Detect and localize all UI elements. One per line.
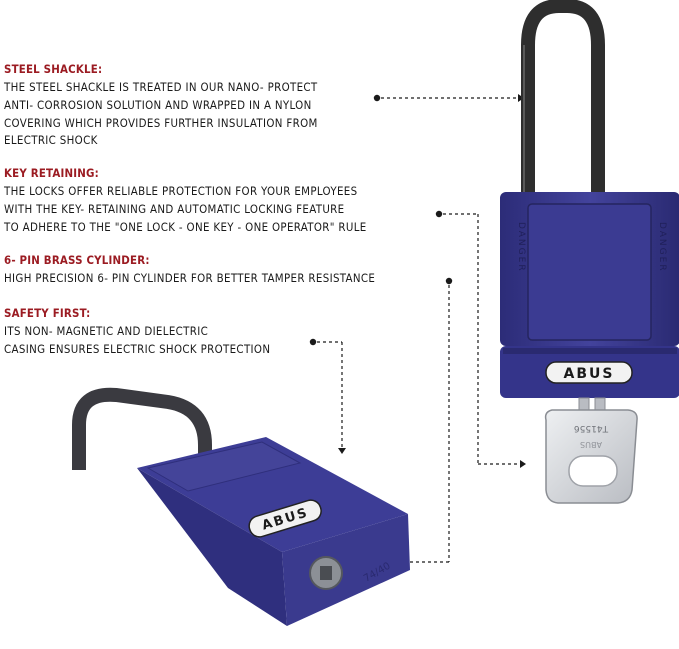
feature-title: SAFETY FIRST: — [4, 306, 91, 320]
side-text-left: DANGER — [516, 222, 526, 273]
feature-line: ANTI- CORROSION SOLUTION AND WRAPPED IN … — [4, 97, 312, 112]
feature-title: 6- PIN BRASS CYLINDER: — [4, 253, 150, 267]
feature-line: ELECTRIC SHOCK — [4, 133, 98, 148]
key: T41556 ABUS — [544, 397, 638, 504]
feature-pin-cylinder: 6- PIN BRASS CYLINDER: HIGH PRECISION 6-… — [4, 253, 375, 288]
lock-body-angled-side — [282, 514, 410, 626]
key-code: T41556 — [574, 423, 609, 433]
feature-safety-first: SAFETY FIRST: ITS NON- MAGNETIC AND DIEL… — [4, 306, 270, 359]
side-text-right: DANGER — [657, 222, 667, 273]
feature-title: KEY RETAINING: — [4, 166, 99, 180]
padlock-angled: ABUS 74/40 — [72, 387, 410, 626]
feature-description: THE LOCKS OFFER RELIABLE PROTECTION FOR … — [4, 183, 367, 236]
feature-line: CASING ENSURES ELECTRIC SHOCK PROTECTION — [4, 341, 271, 356]
connector-safety — [309, 338, 346, 454]
feature-key-retaining: KEY RETAINING: THE LOCKS OFFER RELIABLE … — [4, 166, 367, 236]
feature-line: COVERING WHICH PROVIDES FURTHER INSULATI… — [4, 115, 318, 130]
connector-key-retaining — [435, 210, 526, 468]
steel-shackle — [521, 0, 605, 200]
connector-shackle — [373, 94, 524, 102]
feature-steel-shackle: STEEL SHACKLE: THE STEEL SHACKLE IS TREA… — [4, 62, 318, 150]
feature-line: TO ADHERE TO THE "ONE LOCK - ONE KEY - O… — [4, 219, 367, 234]
callout-connectors — [309, 94, 526, 563]
padlock-upright: DANGER DANGER ABUS — [500, 0, 679, 398]
feature-description: HIGH PRECISION 6- PIN CYLINDER FOR BETTE… — [4, 270, 375, 288]
feature-line: ITS NON- MAGNETIC AND DIELECTRIC — [4, 324, 209, 338]
feature-line: WITH THE KEY- RETAINING AND AUTOMATIC LO… — [4, 201, 345, 216]
feature-title: STEEL SHACKLE: — [4, 62, 103, 76]
feature-line: THE STEEL SHACKLE IS TREATED IN OUR NANO… — [4, 80, 318, 94]
lock-body-angled-front — [137, 468, 287, 626]
feature-description: THE STEEL SHACKLE IS TREATED IN OUR NANO… — [4, 79, 318, 150]
steel-shackle-angled — [72, 387, 212, 470]
brand-logo-upright: ABUS — [564, 366, 615, 382]
feature-description: ITS NON- MAGNETIC AND DIELECTRIC CASING … — [4, 323, 270, 359]
connector-cylinder — [330, 277, 453, 563]
feature-line: THE LOCKS OFFER RELIABLE PROTECTION FOR … — [4, 184, 358, 198]
key-brand: ABUS — [580, 440, 602, 449]
feature-line: HIGH PRECISION 6- PIN CYLINDER FOR BETTE… — [4, 271, 376, 285]
